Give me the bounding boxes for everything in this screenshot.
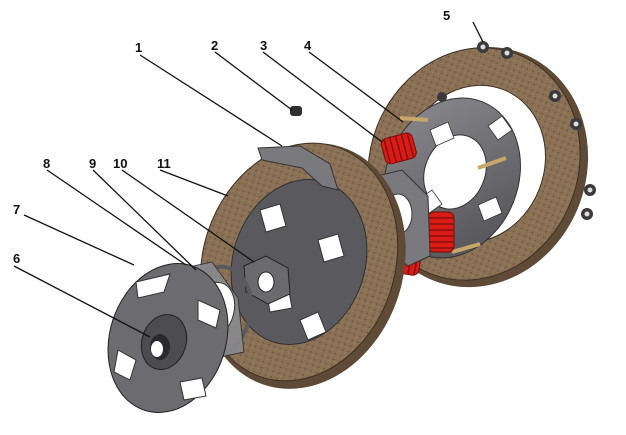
- callout-4: 4: [304, 38, 312, 53]
- callout-3: 3: [260, 38, 267, 53]
- front-clutch-plate: [107, 263, 229, 413]
- callout-5: 5: [443, 8, 450, 23]
- callout-9: 9: [89, 156, 96, 171]
- leader-lines: [13, 21, 484, 338]
- callout-2: 2: [211, 38, 218, 53]
- nut-set: [437, 41, 596, 220]
- callout-1: 1: [135, 40, 142, 55]
- hub-splined: [243, 255, 291, 305]
- steel-plate-1: [257, 145, 339, 191]
- callout-10: 10: [113, 156, 127, 171]
- callout-6: 6: [13, 251, 20, 266]
- callout-7: 7: [13, 202, 20, 217]
- callout-8: 8: [43, 156, 50, 171]
- callout-11: 11: [157, 156, 171, 171]
- callout-labels: 1 2 3 4 5 6 7 8 9 10 11: [13, 8, 450, 266]
